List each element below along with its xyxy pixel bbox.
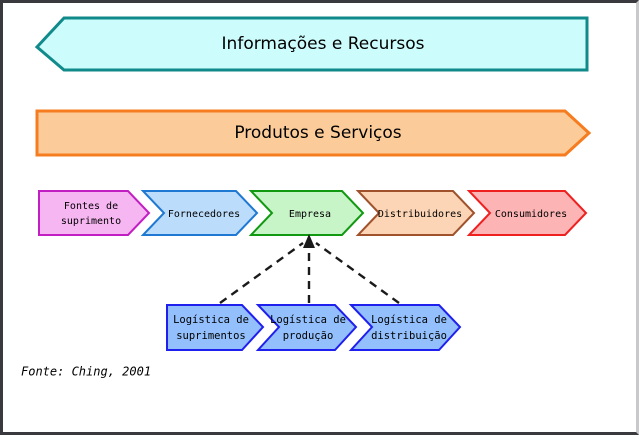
logistics-node-label-line-1: Logística de — [173, 314, 249, 326]
chain-node-label-line-1: Fontes de — [64, 201, 118, 212]
information-resources-label: Informações e Recursos — [222, 34, 425, 54]
supply-chain-diagram: Informações e Recursos Produtos e Serviç… — [21, 16, 592, 379]
logistics-node-label-line-2: distribuição — [371, 330, 447, 342]
chain-node-label-line-1: Distribuidores — [378, 209, 462, 220]
products-services-label: Produtos e Serviços — [234, 123, 401, 143]
logistics-node-distribuicao[interactable]: Logística de distribuição — [348, 304, 462, 351]
logistics-node-label-line-1: Logística de — [270, 314, 346, 326]
logistics-node-shape — [348, 304, 462, 351]
chain-node-label-line-1: Empresa — [289, 209, 331, 220]
information-resources-arrow-shape — [34, 16, 589, 72]
logistics-node-label-line-2: suprimentos — [176, 330, 246, 342]
products-services-arrow: Produtos e Serviços — [35, 109, 592, 157]
chain-node-label-line-2: suprimento — [61, 216, 121, 227]
chain-node-label-line-1: Fornecedores — [168, 209, 240, 220]
logistics-node-suprimentos[interactable]: Logística de suprimentos — [166, 304, 265, 351]
connector-arrowhead-icon — [303, 234, 315, 248]
products-services-arrow-shape — [35, 109, 592, 157]
logistics-connectors — [219, 234, 400, 304]
chain-node-consumidores[interactable]: Consumidores — [466, 190, 588, 236]
logistics-node-producao[interactable]: Logística de produção — [255, 304, 358, 351]
logistics-node-label-line-2: produção — [283, 330, 334, 342]
information-resources-arrow: Informações e Recursos — [34, 16, 589, 72]
logistics-node-shape — [166, 304, 265, 351]
chain-node-shape — [355, 190, 476, 236]
chain-node-label-line-1: Consumidores — [495, 209, 567, 220]
chain-node-empresa[interactable]: Empresa — [248, 190, 365, 236]
chain-node-distribuidores[interactable]: Distribuidores — [355, 190, 476, 236]
chain-node-shape — [248, 190, 365, 236]
source-note: Fonte: Ching, 2001 — [21, 365, 151, 379]
chain-node-fontes-de-suprimento[interactable]: Fontes de suprimento — [38, 190, 151, 236]
chain-node-shape — [140, 190, 259, 236]
chain-node-fornecedores[interactable]: Fornecedores — [140, 190, 259, 236]
connector-right-dashed-line — [315, 242, 400, 304]
chain-node-shape — [466, 190, 588, 236]
logistics-node-label-line-1: Logística de — [371, 314, 447, 326]
connector-left-dashed-line — [219, 242, 304, 304]
chain-node-shape — [38, 190, 151, 236]
logistics-node-shape — [255, 304, 358, 351]
